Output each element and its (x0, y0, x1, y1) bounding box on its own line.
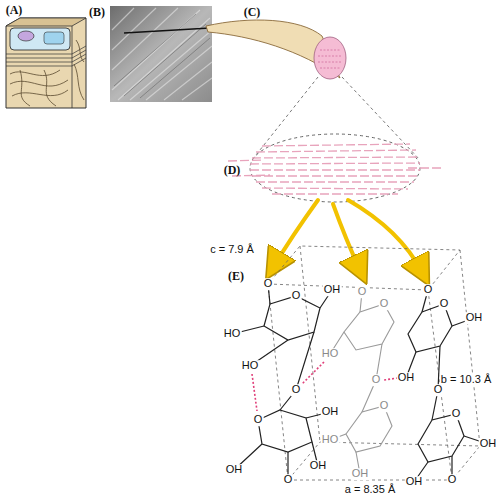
atom-label: O (291, 384, 302, 396)
dimension-label: a = 8.35 Å (344, 484, 396, 496)
atom-label: OH (309, 460, 328, 472)
plant-cell (6, 18, 86, 108)
panel-label: (B) (88, 6, 106, 19)
atom-label: O (263, 278, 274, 290)
unit-cell-box (268, 246, 480, 480)
atom-label: OH (465, 312, 484, 324)
glucose-chain-left (232, 284, 332, 480)
atom-label: HO (223, 328, 242, 340)
glucose-chain-right (406, 290, 488, 482)
atom-label: O (291, 290, 302, 302)
zoom-arrow (274, 200, 422, 272)
atom-label: O (379, 298, 390, 310)
atom-label: O (433, 384, 444, 396)
atom-label: O (379, 400, 390, 412)
panel-label: (E) (227, 270, 245, 283)
atom-label: HO (321, 434, 340, 446)
glucose-chain-back (330, 292, 394, 474)
atom-label: O (253, 414, 264, 426)
hydrogen-bond (252, 362, 398, 411)
atom-label: HO (321, 348, 340, 360)
atom-label: O (423, 284, 434, 296)
atom-label: O (451, 408, 462, 420)
atom-label: OH (351, 468, 370, 480)
atom-label: OH (397, 372, 416, 384)
atom-label: HO (241, 360, 260, 372)
panel-label: (D) (223, 164, 242, 177)
atom-label: O (283, 474, 294, 486)
atom-label: OH (323, 284, 342, 296)
atom-label: O (371, 374, 382, 386)
atom-label: OH (479, 438, 498, 450)
atom-label: O (447, 474, 458, 486)
micrograph (110, 6, 212, 102)
panel-label: (C) (243, 6, 262, 19)
atom-label: OH (321, 406, 340, 418)
atom-label: OH (225, 464, 244, 476)
panel-label: (A) (5, 4, 24, 17)
dimension-label: c = 7.9 Å (209, 244, 255, 256)
atom-label: O (439, 298, 450, 310)
atom-label: O (357, 286, 368, 298)
dimension-label: b = 10.3 Å (440, 374, 492, 386)
atom-label: OH (405, 476, 424, 488)
microfibril (228, 134, 444, 202)
fiber-bundle (206, 20, 420, 160)
